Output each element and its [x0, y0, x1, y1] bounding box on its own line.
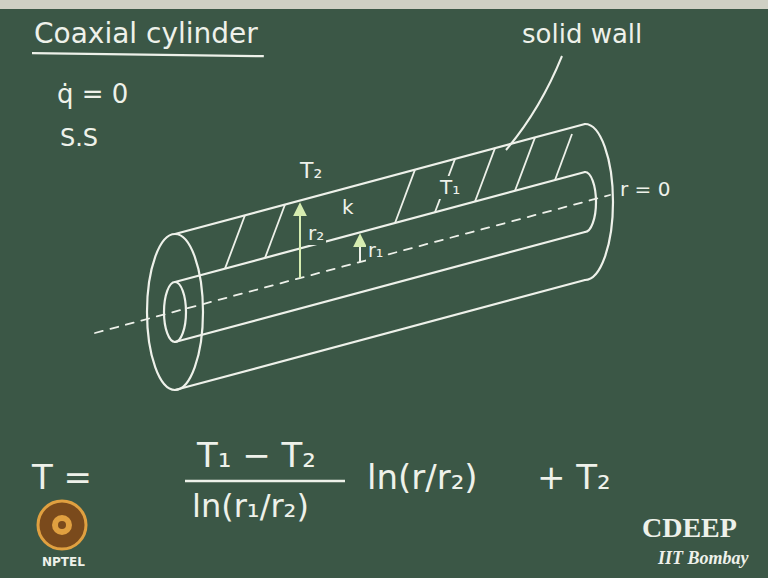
wall-hatching — [225, 134, 572, 269]
nptel-logo — [38, 501, 86, 549]
cylinder-outline — [95, 124, 613, 390]
equation-term: ln(r/r₂) — [365, 458, 480, 497]
equation-denominator: ln(r₁/r₂) — [190, 488, 311, 525]
equation-term: + T₂ — [535, 458, 613, 497]
logo-text: NPTEL — [40, 556, 87, 570]
temperature-label: T₁ — [438, 176, 462, 199]
outer-top-line — [175, 124, 585, 234]
conductivity-label: k — [340, 196, 356, 219]
condition-note: S.S — [58, 125, 100, 153]
board-heading: Coaxial cylinder — [32, 18, 260, 50]
radius-arrow — [299, 205, 301, 278]
logo-text: IIT Bombay — [656, 548, 751, 569]
equation-numerator: T₁ − T₂ — [195, 436, 318, 475]
radius-label: r₁ — [366, 240, 385, 262]
axis-line — [95, 195, 610, 333]
radius-arrow — [359, 236, 361, 262]
temperature-label: T₂ — [298, 158, 324, 183]
condition-note: q̇ = 0 — [55, 80, 130, 110]
axis-label: r = 0 — [618, 178, 672, 201]
inner-top-line — [175, 172, 585, 282]
leader-line — [506, 56, 562, 150]
radius-label: r₂ — [306, 222, 326, 245]
inner-right-end — [585, 172, 596, 232]
outer-bottom-line — [175, 280, 585, 390]
board-frame — [0, 0, 768, 9]
logo-text: CDEEP — [640, 512, 739, 544]
equation-term: T = — [30, 458, 94, 497]
fraction-bar — [185, 480, 345, 482]
part-label: solid wall — [520, 20, 644, 50]
heading-underline — [32, 53, 264, 56]
outer-right-end — [585, 124, 613, 280]
inner-bottom-line — [175, 232, 585, 342]
